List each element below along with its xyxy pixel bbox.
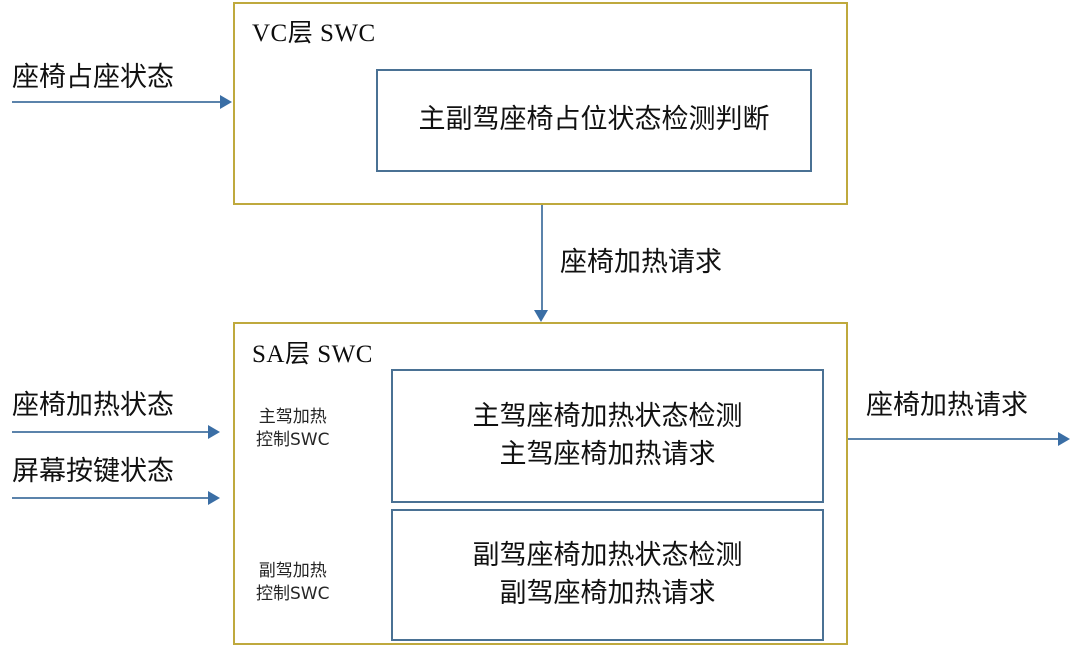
arrow-screen-key-status-line: [12, 497, 210, 499]
sa-function-box-driver-heat: 主驾座椅加热状态检测 主驾座椅加热请求: [391, 369, 824, 503]
swc-sublabel-driver-heat-control: 主驾加热 控制SWC: [256, 406, 329, 452]
arrow-right-icon: [208, 491, 220, 505]
function-line: 主驾座椅加热请求: [499, 439, 716, 470]
swc-sublabel-line2: 控制SWC: [256, 583, 330, 604]
vc-function-box-occupancy-detection: 主副驾座椅占位状态检测判断: [376, 69, 812, 172]
sa-function-box-passenger-heat: 副驾座椅加热状态检测 副驾座椅加热请求: [391, 509, 824, 641]
signal-label-output-heat-request: 座椅加热请求: [866, 390, 1028, 421]
signal-label-seat-occupancy: 座椅占座状态: [12, 62, 174, 93]
swc-sublabel-passenger-heat-control: 副驾加热 控制SWC: [256, 560, 329, 606]
function-line: 副驾座椅加热状态检测: [472, 539, 743, 571]
arrow-vc-to-sa-line: [541, 205, 543, 311]
swc-sublabel-line2: 控制SWC: [256, 429, 330, 450]
sa-layer-title: SA层 SWC: [252, 341, 373, 368]
swc-sublabel-line1: 主驾加热: [258, 407, 327, 427]
function-line: 副驾座椅加热请求: [499, 578, 716, 609]
signal-label-internal-heat-request: 座椅加热请求: [560, 247, 722, 278]
function-line: 主副驾座椅占位状态检测判断: [418, 104, 770, 136]
arrow-down-icon: [534, 310, 548, 322]
vc-layer-title: VC层 SWC: [252, 20, 376, 47]
signal-label-seat-heat-status: 座椅加热状态: [12, 390, 174, 421]
swc-sublabel-line1: 副驾加热: [258, 561, 327, 581]
function-line: 主驾座椅加热状态检测: [472, 400, 743, 432]
signal-label-screen-key-status: 屏幕按键状态: [12, 456, 174, 487]
arrow-output-heat-request-line: [848, 438, 1060, 440]
arrow-right-icon: [220, 95, 232, 109]
arrow-seat-heat-status-line: [12, 431, 210, 433]
arrow-right-icon: [1058, 432, 1070, 446]
arrow-seat-occupancy-line: [12, 101, 222, 103]
arrow-right-icon: [208, 425, 220, 439]
